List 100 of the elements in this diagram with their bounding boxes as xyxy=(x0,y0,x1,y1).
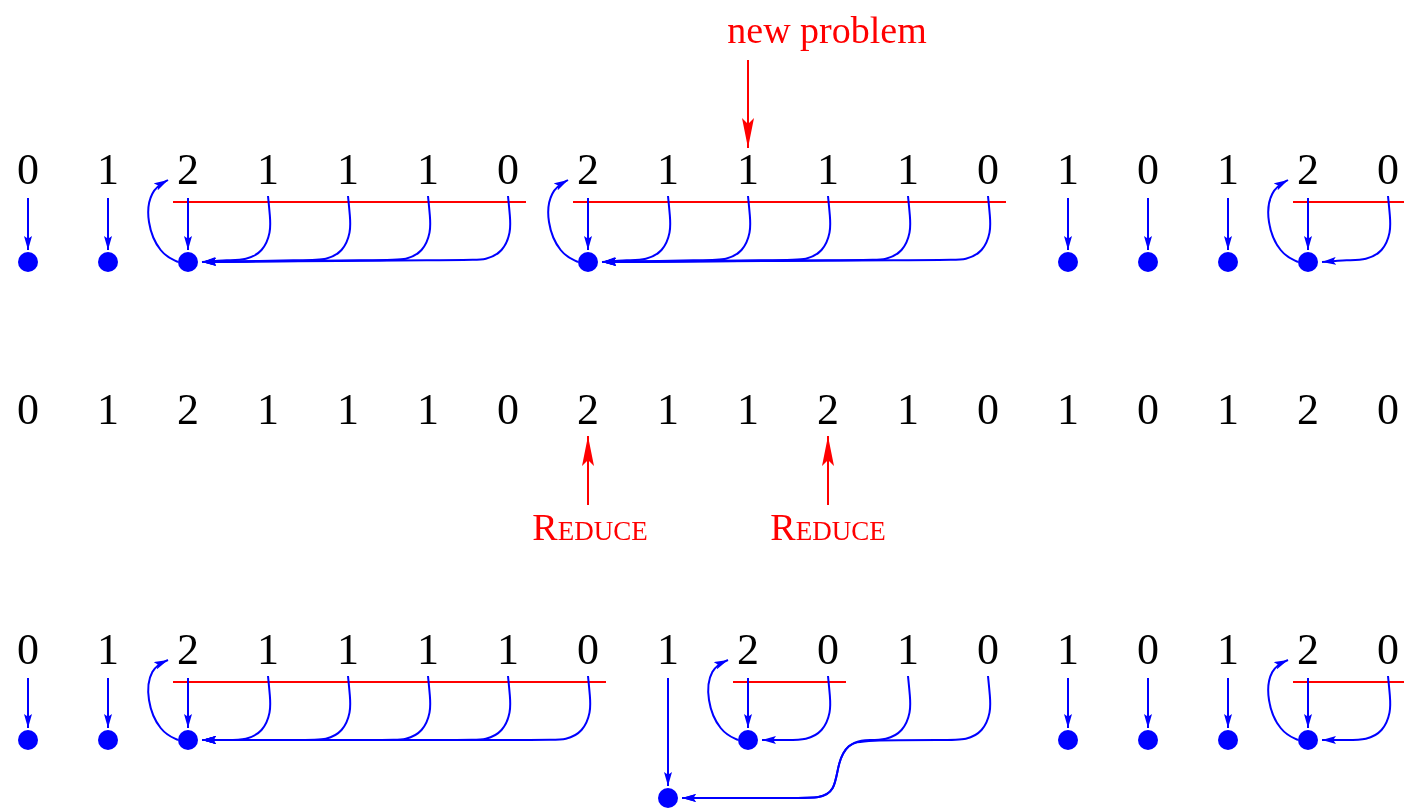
digit-label: 1 xyxy=(648,628,688,676)
digit-label: 2 xyxy=(168,388,208,436)
digit-label: 0 xyxy=(568,628,608,676)
arrow xyxy=(1304,677,1312,729)
digit-label: 1 xyxy=(248,148,288,196)
digit-label: 1 xyxy=(648,148,688,196)
digit-label: 1 xyxy=(1208,148,1248,196)
dot xyxy=(1298,252,1318,272)
digit-label: 0 xyxy=(1368,148,1404,196)
arrow xyxy=(1267,179,1299,263)
digit-label: 0 xyxy=(8,388,48,436)
arrow xyxy=(201,195,512,266)
arrow xyxy=(104,197,112,251)
digit-label: 2 xyxy=(168,628,208,676)
arrow xyxy=(681,675,992,802)
arrow xyxy=(147,179,179,263)
dot xyxy=(1138,252,1158,272)
digit-label: 2 xyxy=(568,388,608,436)
arrow xyxy=(1144,677,1152,729)
dot xyxy=(98,730,118,750)
digit-label: 1 xyxy=(88,148,128,196)
digit-label: 0 xyxy=(1368,388,1404,436)
arrow xyxy=(24,677,32,729)
digit-label: 2 xyxy=(1288,388,1328,436)
digit-label: 2 xyxy=(568,148,608,196)
digit-label: 1 xyxy=(408,148,448,196)
dot xyxy=(1218,252,1238,272)
arrow xyxy=(664,677,672,787)
arrow xyxy=(761,675,832,744)
annotation-label: new problem xyxy=(667,8,987,52)
digit-label: 1 xyxy=(888,148,928,196)
dot xyxy=(178,730,198,750)
digit-label: 1 xyxy=(1048,628,1088,676)
arrow xyxy=(147,659,179,741)
digit-label: 1 xyxy=(488,628,528,676)
digit-label: 2 xyxy=(1288,628,1328,676)
arrow xyxy=(1304,197,1312,251)
digit-label: 1 xyxy=(408,388,448,436)
digit-label: 1 xyxy=(888,628,928,676)
digit-label: 1 xyxy=(328,148,368,196)
dot xyxy=(18,730,38,750)
digit-label: 1 xyxy=(248,628,288,676)
arrow xyxy=(1064,197,1072,251)
digit-label: 1 xyxy=(888,388,928,436)
digit-label: 0 xyxy=(1128,388,1168,436)
annotation-label: Reduce xyxy=(490,505,690,549)
digit-label: 0 xyxy=(968,148,1008,196)
arrow xyxy=(547,179,579,263)
dot xyxy=(1058,252,1078,272)
digit-label: 1 xyxy=(808,148,848,196)
digit-label: 1 xyxy=(1208,388,1248,436)
arrow xyxy=(184,677,192,729)
arrow xyxy=(1321,675,1392,744)
digit-label: 0 xyxy=(8,148,48,196)
arrow xyxy=(601,195,992,266)
arrow xyxy=(1144,197,1152,251)
digit-label: 1 xyxy=(728,388,768,436)
dot xyxy=(1298,730,1318,750)
arrow xyxy=(24,197,32,251)
digit-label: 1 xyxy=(248,388,288,436)
arrow xyxy=(584,197,592,251)
dot xyxy=(1138,730,1158,750)
dot xyxy=(98,252,118,272)
digit-label: 0 xyxy=(488,148,528,196)
digit-label: 1 xyxy=(328,388,368,436)
digit-label: 1 xyxy=(408,628,448,676)
digit-label: 1 xyxy=(648,388,688,436)
digit-label: 1 xyxy=(88,628,128,676)
digit-label: 2 xyxy=(728,628,768,676)
dot xyxy=(658,788,678,808)
digit-label: 1 xyxy=(328,628,368,676)
digit-label: 0 xyxy=(488,388,528,436)
digit-label: 1 xyxy=(88,388,128,436)
digit-label: 1 xyxy=(728,148,768,196)
arrow xyxy=(1224,197,1232,251)
arrow xyxy=(184,197,192,251)
arrow xyxy=(582,435,594,506)
arrow xyxy=(707,659,739,741)
arrow xyxy=(1064,677,1072,729)
digit-label: 0 xyxy=(968,388,1008,436)
arrow xyxy=(1224,677,1232,729)
dot xyxy=(178,252,198,272)
dot xyxy=(1218,730,1238,750)
dot xyxy=(738,730,758,750)
dot xyxy=(578,252,598,272)
digit-label: 1 xyxy=(1048,148,1088,196)
digit-label: 1 xyxy=(1048,388,1088,436)
arrow xyxy=(1321,195,1392,265)
arrow xyxy=(104,677,112,729)
dot xyxy=(18,252,38,272)
digit-label: 0 xyxy=(1128,148,1168,196)
digit-label: 2 xyxy=(808,388,848,436)
arrow xyxy=(742,59,754,149)
digit-label: 0 xyxy=(808,628,848,676)
digit-label: 0 xyxy=(968,628,1008,676)
annotation-label: Reduce xyxy=(728,505,928,549)
arrow xyxy=(822,435,834,506)
arrow xyxy=(744,677,752,729)
arrow xyxy=(201,675,592,744)
digit-label: 1 xyxy=(1208,628,1248,676)
